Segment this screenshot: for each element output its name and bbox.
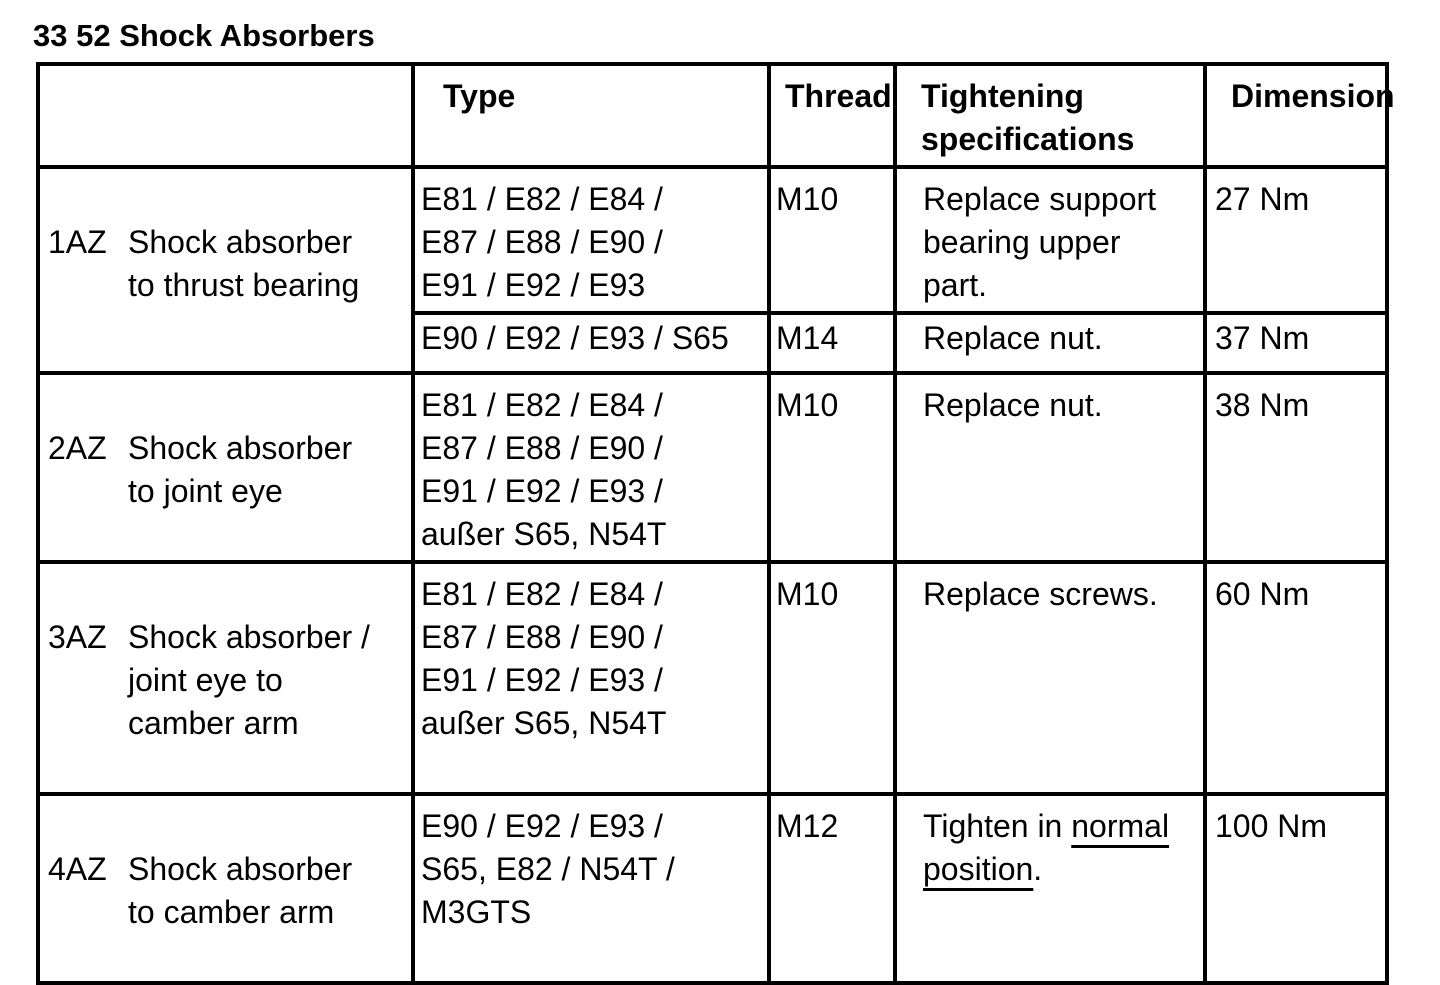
header-tightening-specifications: Tightening specifications: [893, 62, 1207, 169]
spec-cell: Replace screws.: [893, 560, 1207, 796]
dimension-cell: 60 Nm: [1203, 560, 1389, 796]
header-row: Type Thread Tightening specifications Di…: [36, 62, 1395, 169]
page-title: 33 52 Shock Absorbers: [33, 18, 375, 53]
dimension-cell: 37 Nm: [1203, 311, 1389, 375]
item-cell-1az: 1AZ Shock absorber to thrust bearing: [36, 165, 415, 375]
thread-cell: M10: [767, 165, 897, 315]
dimension-cell: 100 Nm: [1203, 792, 1389, 985]
item-code: 2AZ: [48, 430, 107, 466]
header-item: [36, 62, 415, 169]
table-row-2az: 2AZ Shock absorber to joint eye E81 / E8…: [36, 371, 1389, 564]
thread-cell: M10: [767, 371, 897, 564]
spec-underlined-text: normal position: [923, 808, 1170, 887]
header-dimension: Dimension: [1203, 62, 1395, 169]
table-row-1az-variant-2: E90 / E92 / E93 / S65 M14 Replace nut. 3…: [38, 311, 1389, 375]
item-code: 3AZ: [48, 619, 107, 655]
table-row-3az: 3AZ Shock absorber / joint eye to camber…: [36, 560, 1389, 796]
item-description: Shock absorber to joint eye: [128, 430, 353, 509]
item-entry: 3AZ Shock absorber / joint eye to camber…: [48, 616, 407, 745]
item-description: Shock absorber to camber arm: [128, 851, 353, 930]
item-cell-4az: 4AZ Shock absorber to camber arm: [36, 792, 415, 985]
thread-cell: M10: [767, 560, 897, 796]
type-cell: E90 / E92 / E93 / S65: [411, 311, 771, 375]
torque-spec-table: Type Thread Tightening specifications Di…: [36, 62, 1395, 985]
dimension-cell: 27 Nm: [1203, 165, 1389, 315]
table-row-4az: 4AZ Shock absorber to camber arm E90 / E…: [36, 792, 1389, 985]
type-cell: E90 / E92 / E93 / S65, E82 / N54T / M3GT…: [411, 792, 771, 985]
spec-text: .: [1033, 851, 1043, 887]
item-cell-2az: 2AZ Shock absorber to joint eye: [36, 371, 415, 564]
header-thread: Thread: [767, 62, 897, 169]
item-code: 4AZ: [48, 851, 107, 887]
thread-cell: M12: [767, 792, 897, 985]
item-cell-3az: 3AZ Shock absorber / joint eye to camber…: [36, 560, 415, 796]
item-entry: 4AZ Shock absorber to camber arm: [48, 848, 407, 934]
type-cell: E81 / E82 / E84 / E87 / E88 / E90 / E91 …: [411, 165, 771, 315]
item-entry: 2AZ Shock absorber to joint eye: [48, 427, 407, 513]
type-cell: E81 / E82 / E84 / E87 / E88 / E90 / E91 …: [411, 560, 771, 796]
thread-cell: M14: [767, 311, 897, 375]
item-code: 1AZ: [48, 224, 107, 260]
item-entry: 1AZ Shock absorber to thrust bearing: [48, 221, 407, 307]
table-row-1az-variant-1: 1AZ Shock absorber to thrust bearing E81…: [36, 165, 1389, 375]
spec-text: Tighten in: [923, 808, 1072, 844]
type-cell: E81 / E82 / E84 / E87 / E88 / E90 / E91 …: [411, 371, 771, 564]
spec-cell: Tighten in normal position.: [893, 792, 1207, 985]
dimension-cell: 38 Nm: [1203, 371, 1389, 564]
spec-cell: Replace nut.: [893, 311, 1207, 375]
header-type: Type: [411, 62, 771, 169]
item-description: Shock absorber to thrust bearing: [128, 224, 360, 303]
spec-cell: Replace support bearing upper part.: [893, 165, 1207, 315]
item-description: Shock absorber / joint eye to camber arm: [128, 619, 370, 741]
spec-cell: Replace nut.: [893, 371, 1207, 564]
